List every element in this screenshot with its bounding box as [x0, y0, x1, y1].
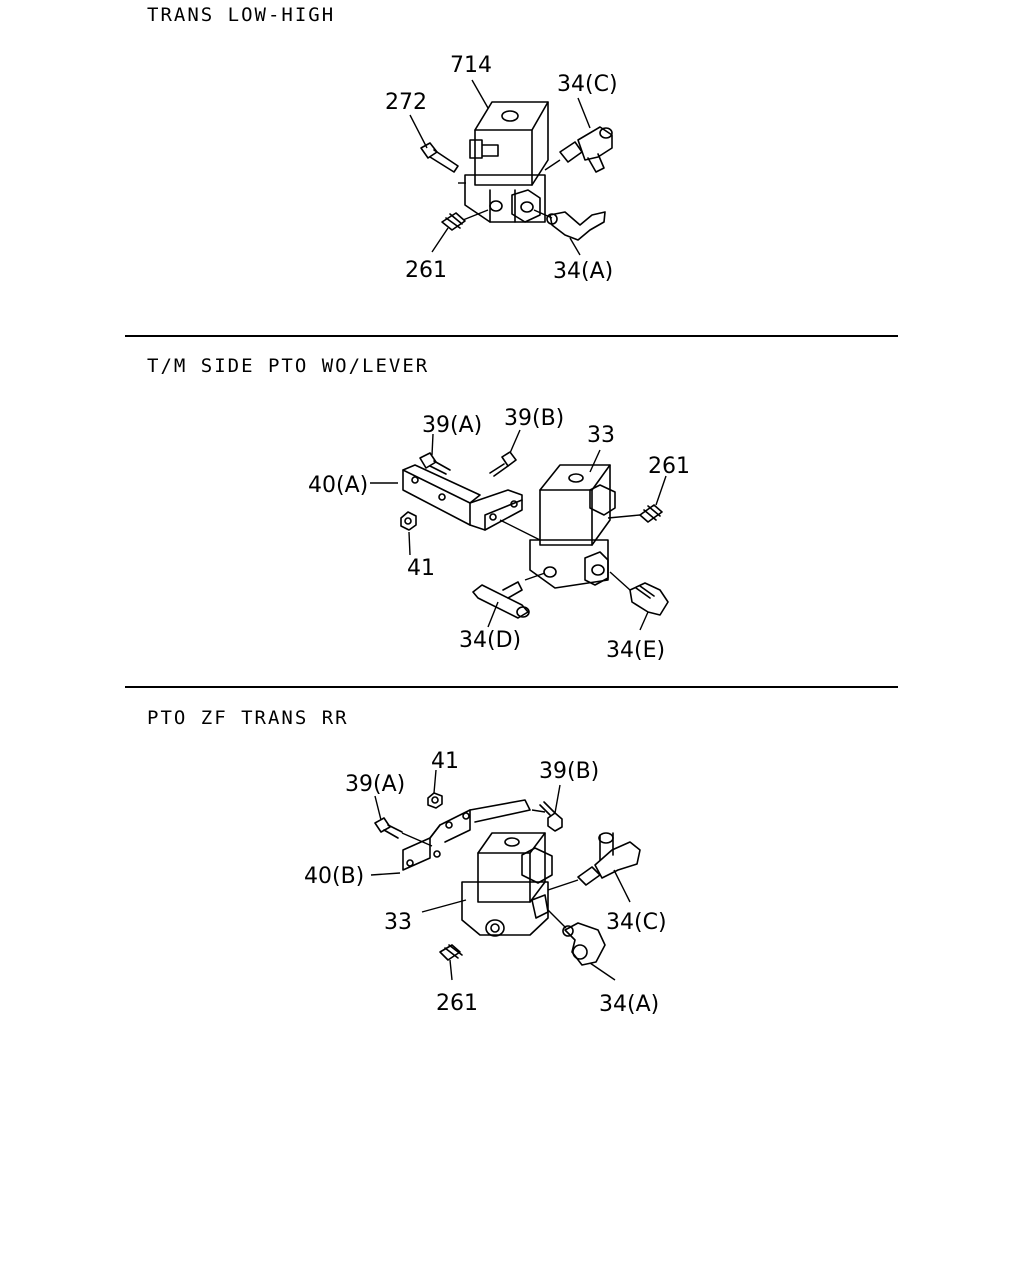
plug-261	[639, 504, 663, 523]
bracket-40b	[402, 799, 531, 871]
section-divider	[125, 686, 898, 688]
section-divider	[125, 335, 898, 337]
bolt-272	[420, 142, 459, 173]
bracket-40a	[402, 464, 523, 531]
section-title-pto-zf-trans-rr: PTO ZF TRANS RR	[147, 707, 349, 729]
trans-low-high-diagram: 714 272 34(C) 261 34(A)	[385, 53, 618, 284]
section-title-tm-side-pto: T/M SIDE PTO WO/LEVER	[147, 355, 430, 377]
elbow-fitting-34a	[546, 211, 606, 241]
callout-34e: 34(E)	[606, 638, 665, 663]
callout-33: 33	[587, 423, 615, 448]
callout-261: 261	[405, 258, 447, 283]
callout-33: 33	[384, 910, 412, 935]
callout-261: 261	[648, 454, 690, 479]
callout-714: 714	[450, 53, 492, 78]
plug-261	[439, 944, 463, 961]
callout-41: 41	[431, 749, 459, 774]
nut-41	[400, 511, 417, 531]
callout-34a: 34(A)	[599, 992, 659, 1017]
callout-39b: 39(B)	[539, 759, 599, 784]
callout-34c: 34(C)	[557, 72, 618, 97]
callout-39b: 39(B)	[504, 406, 564, 431]
bolt-39a	[374, 817, 403, 839]
tee-fitting-34d	[472, 581, 530, 619]
callout-272: 272	[385, 90, 427, 115]
solenoid-valve-714	[464, 101, 549, 223]
fitting-34e	[629, 582, 669, 616]
fitting-34c	[577, 832, 641, 886]
tm-side-pto-diagram: 39(A) 39(B) 33 261 40(A) 41 34(D) 34(E)	[308, 406, 690, 663]
bolt-39a	[419, 452, 451, 475]
callout-39a: 39(A)	[345, 772, 405, 797]
bolt-39b	[539, 801, 563, 832]
callout-34c: 34(C)	[606, 910, 667, 935]
callout-41: 41	[407, 556, 435, 581]
nut-41	[427, 792, 443, 809]
callout-40b: 40(B)	[304, 864, 364, 889]
section-title-trans-low-high: TRANS LOW-HIGH	[147, 4, 336, 26]
plug-261	[441, 212, 466, 231]
callout-40a: 40(A)	[308, 473, 368, 498]
elbow-fitting-34a	[562, 922, 606, 966]
callout-34d: 34(D)	[459, 628, 521, 653]
callout-39a: 39(A)	[422, 413, 482, 438]
fitting-34c	[559, 126, 613, 173]
solenoid-valve-33	[461, 832, 553, 937]
bolt-39b	[489, 451, 517, 477]
callout-261: 261	[436, 991, 478, 1016]
solenoid-valve-33	[529, 464, 616, 589]
pto-zf-trans-rr-diagram: 39(A) 41 39(B) 40(B) 33 34(C) 261 34(A)	[304, 749, 667, 1017]
callout-34a: 34(A)	[553, 259, 613, 284]
